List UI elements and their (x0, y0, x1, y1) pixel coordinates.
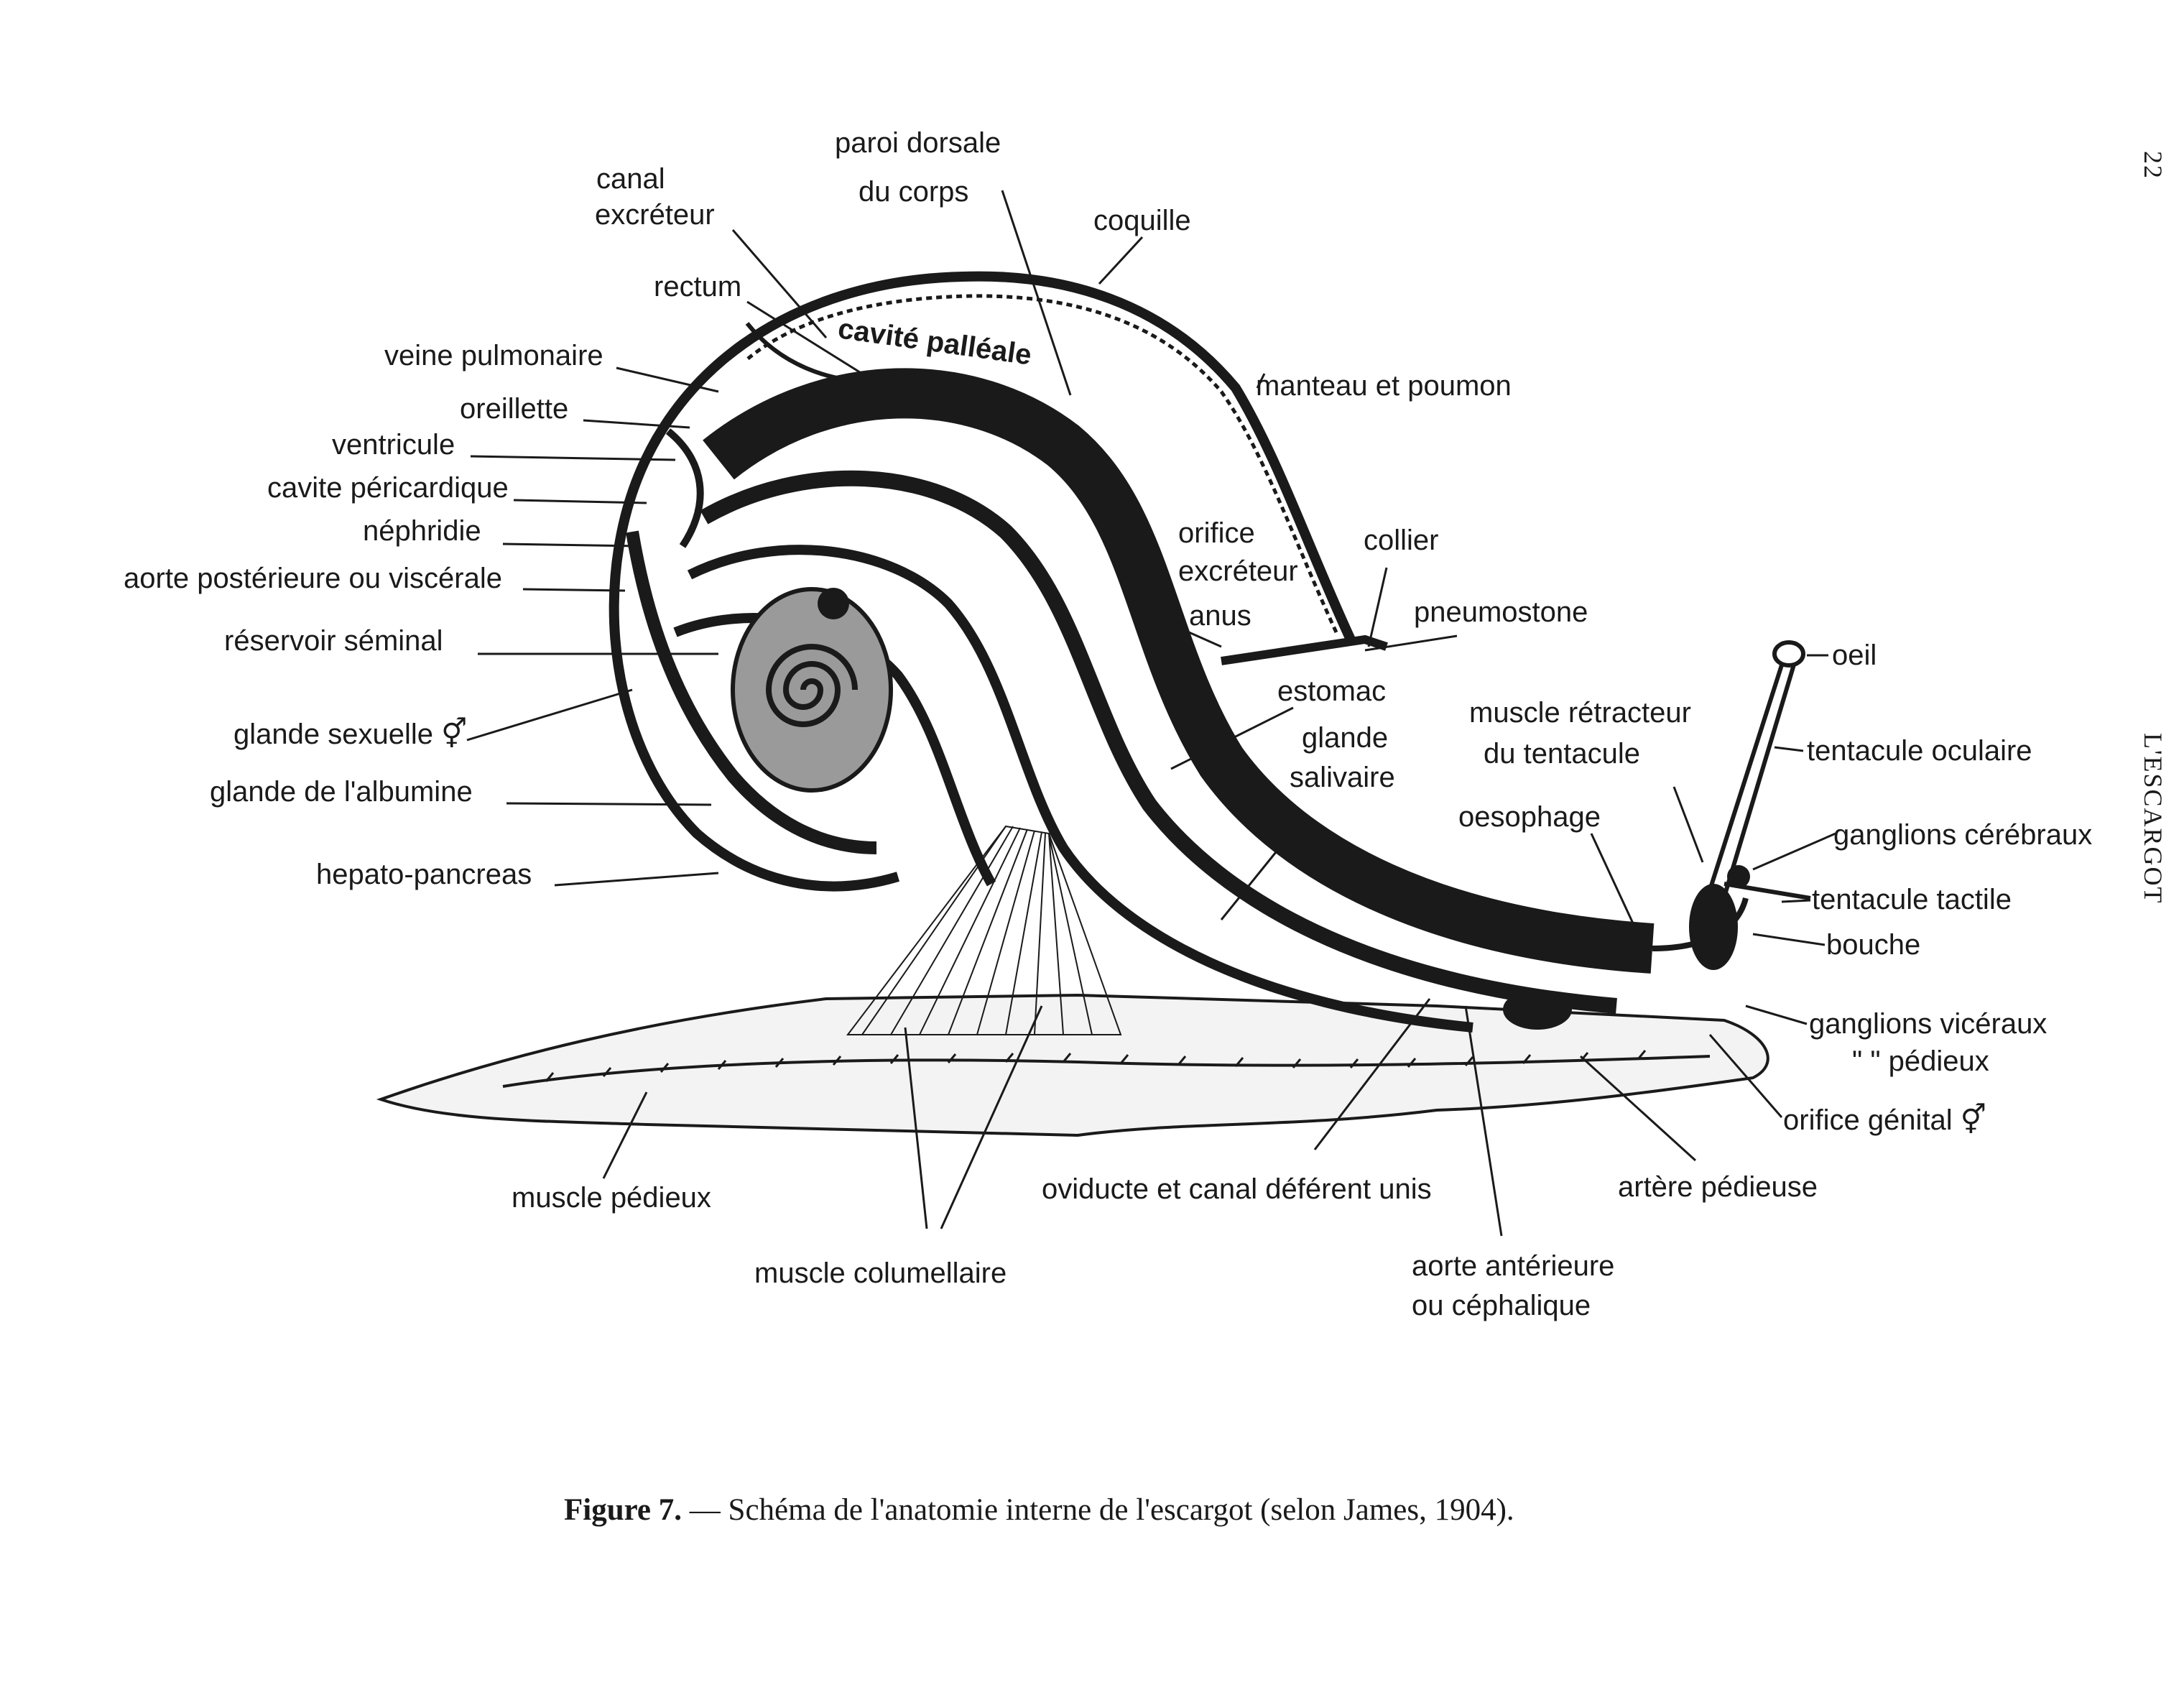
label-aorte-posterieure: aorte postérieure ou viscérale (124, 563, 502, 594)
label-rectum: rectum (654, 271, 741, 303)
label-pneumostone: pneumostone (1414, 596, 1588, 628)
diagram-labels: canal excréteur paroi dorsale du corps c… (124, 127, 2092, 1321)
snail-foot (376, 993, 1769, 1137)
figure-caption: Figure 7. — Schéma de l'anatomie interne… (564, 1493, 1514, 1527)
label-cavite-pericardique: cavite péricardique (267, 472, 509, 504)
label-glande-salivaire-1: glande (1302, 722, 1388, 754)
label-veine-pulmonaire: veine pulmonaire (384, 340, 603, 371)
label-tentacule-oculaire: tentacule oculaire (1807, 735, 2032, 767)
label-orifice-excreteur-1: orifice (1178, 517, 1255, 549)
label-bouche: bouche (1826, 929, 1920, 961)
label-muscle-retracteur-1: muscle rétracteur (1469, 697, 1691, 729)
label-nephridie: néphridie (363, 515, 481, 547)
label-ganglions-pedieux: " " pédieux (1852, 1045, 1989, 1077)
label-hepato-pancreas: hepato-pancreas (316, 859, 532, 890)
label-muscle-columellaire: muscle columellaire (754, 1257, 1007, 1289)
label-estomac: estomac (1277, 675, 1386, 707)
label-paroi-1: paroi dorsale (835, 127, 1001, 159)
label-glande-sexuelle: glande sexuelle ⚥ (233, 717, 467, 750)
label-manteau-poumon: manteau et poumon (1256, 370, 1512, 402)
label-reservoir-seminal: réservoir séminal (224, 625, 443, 657)
label-canal-excreteur-1: canal (596, 163, 665, 195)
label-oreillette: oreillette (460, 393, 568, 425)
label-aorte-anterieure-2: ou céphalique (1412, 1290, 1591, 1321)
label-orifice-genital: orifice génital ⚥ (1783, 1103, 1986, 1136)
label-canal-excreteur-2: excréteur (595, 199, 715, 231)
label-cavite-palleale: cavité palléale (836, 313, 1034, 371)
page-number: 22 (2139, 151, 2167, 180)
figure-caption-text: — Schéma de l'anatomie interne de l'esca… (682, 1493, 1514, 1527)
snail-shell (609, 271, 1655, 1033)
label-glande-albumine: glande de l'albumine (210, 776, 473, 808)
snail-head (1503, 640, 1811, 1030)
label-glande-salivaire-2: salivaire (1290, 762, 1395, 793)
label-oeil: oeil (1832, 639, 1877, 671)
label-coquille: coquille (1093, 205, 1191, 236)
label-artere-pedieuse: artère pédieuse (1618, 1171, 1818, 1203)
label-oviducte: oviducte et canal déférent unis (1042, 1173, 1432, 1205)
label-aorte-anterieure-1: aorte antérieure (1412, 1250, 1614, 1282)
running-head: L'ESCARGOT (2139, 733, 2167, 905)
label-muscle-retracteur-2: du tentacule (1484, 738, 1640, 770)
figure-number: Figure 7. (564, 1493, 682, 1527)
label-tentacule-tactile: tentacule tactile (1812, 884, 2012, 915)
label-anus: anus (1189, 600, 1251, 632)
label-muscle-pedieux: muscle pédieux (512, 1182, 711, 1214)
label-ventricule: ventricule (332, 429, 455, 461)
label-oesophage: oesophage (1458, 801, 1601, 833)
label-ganglions-visceraux: ganglions vicéraux (1809, 1008, 2047, 1040)
label-orifice-excreteur-2: excréteur (1178, 555, 1298, 587)
label-ganglions-cerebraux: ganglions cérébraux (1833, 819, 2092, 851)
label-paroi-2: du corps (859, 176, 968, 208)
leader-lines (466, 190, 1836, 1237)
label-collier: collier (1364, 525, 1438, 556)
